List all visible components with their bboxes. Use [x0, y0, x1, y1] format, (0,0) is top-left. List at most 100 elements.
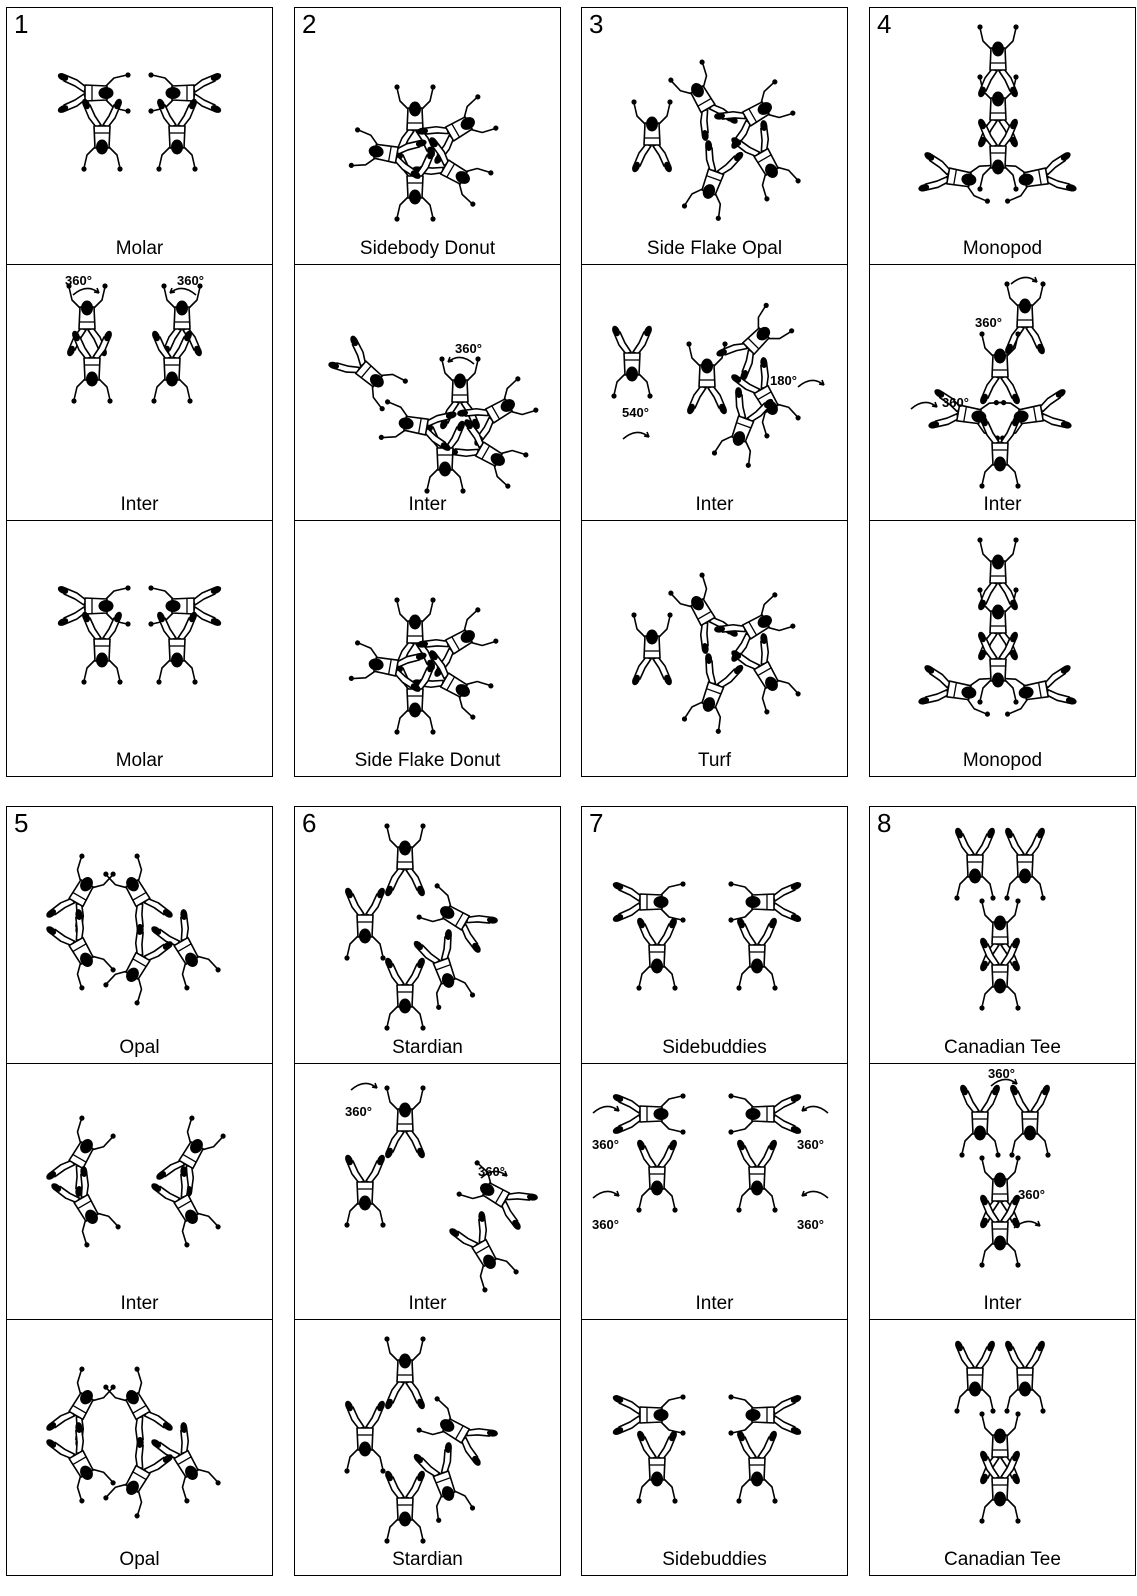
formation-caption: Inter [983, 494, 1022, 515]
jumper-figure [998, 152, 1077, 204]
jumper-figure [954, 827, 996, 901]
jumper-figure [156, 611, 198, 685]
jumper-figure [612, 1394, 686, 1436]
inter-panel: 360°Inter [295, 264, 560, 520]
jumper-figure [46, 853, 116, 935]
jumper-figure [384, 1085, 426, 1159]
jumper-figure [979, 1155, 1021, 1229]
rotation-arrow-icon [447, 356, 475, 365]
jumper-figure [979, 1411, 1021, 1485]
jumper-figure [156, 1115, 226, 1197]
jumper-figure [631, 99, 673, 173]
jumper-figure [413, 929, 476, 1010]
rotation-arrow-icon [990, 1078, 1018, 1087]
formation-caption: Canadian Tee [944, 1037, 1061, 1058]
formation-caption: Side Flake Donut [354, 750, 501, 771]
jumper-figure [979, 1194, 1021, 1268]
jumper-figure [979, 415, 1021, 489]
formation-caption: Molar [115, 750, 164, 771]
inter-panel: 540°180°Inter [582, 264, 847, 520]
jumper-figure [731, 633, 801, 715]
rotation-label: 360° [592, 1137, 619, 1152]
block-number: 4 [877, 9, 892, 39]
block-number: 7 [589, 808, 604, 838]
jumper-figure [46, 1115, 116, 1197]
jumper-figure [449, 1211, 519, 1293]
jumper-figure [384, 823, 426, 897]
rotation-arrow-icon [801, 1190, 829, 1199]
jumper-figure [416, 883, 498, 953]
formation-caption: Monopod [962, 750, 1043, 771]
formation-panel: Monopod [870, 520, 1135, 776]
formation-diagram [46, 1366, 221, 1519]
formation-caption: Sidebody Donut [359, 238, 496, 259]
jumper-figure [731, 357, 801, 439]
jumper-figure [156, 98, 198, 172]
jumper-figure [348, 127, 427, 179]
formation-diagram [918, 24, 1077, 204]
formation-diagram [57, 585, 222, 685]
jumper-figure [1009, 1084, 1051, 1158]
inter-panel: 360°360°Inter [870, 264, 1135, 520]
jumper-figure [417, 94, 499, 164]
rotation-label: 180° [770, 373, 797, 388]
formation-diagram [631, 572, 801, 734]
jumper-figure [81, 98, 123, 172]
jumper-figure [384, 1470, 426, 1544]
jumper-figure [711, 387, 774, 468]
jumper-figure [716, 302, 795, 381]
jumper-figure [979, 331, 1021, 405]
formation-caption: Stardian [392, 1037, 463, 1058]
jumper-figure [81, 611, 123, 685]
jumper-figure [57, 72, 131, 114]
formation-caption: Canadian Tee [944, 1549, 1061, 1570]
jumper-figure [998, 665, 1077, 717]
inter-panel: 360°360°360°360°Inter [582, 1063, 847, 1319]
jumper-figure [71, 330, 113, 404]
jumper-figure [954, 1340, 996, 1414]
jumper-figure [636, 1430, 678, 1504]
formation-panel: Side Flake Donut [295, 520, 560, 776]
jumper-figure [413, 1442, 476, 1523]
formation-diagram: 360°360° [344, 1082, 538, 1293]
formation-panel: Canadian Tee [870, 1319, 1135, 1575]
formation-caption: Opal [119, 1037, 160, 1058]
jumper-figure [928, 389, 1007, 441]
rotation-label: 360° [177, 273, 204, 288]
jumper-figure [151, 1422, 221, 1504]
jumper-figure [979, 898, 1021, 972]
jumper-figure [681, 140, 744, 221]
rotation-arrow-icon [622, 431, 650, 440]
rotation-arrow-icon [801, 1105, 829, 1114]
formation-diagram [348, 84, 499, 222]
jumper-figure [736, 917, 778, 991]
jumper-figure [668, 59, 738, 141]
jumper-figure [151, 1166, 221, 1248]
formation-diagram: 540°180° [611, 302, 825, 468]
jumper-figure [103, 1437, 173, 1519]
jumper-figure [993, 389, 1072, 441]
formation-caption: Sidebuddies [662, 1037, 767, 1058]
jumper-figure [384, 1336, 426, 1410]
jumper-figure [103, 853, 173, 935]
jumper-figure [636, 917, 678, 991]
rotation-arrow-icon [169, 287, 197, 296]
jumper-figure [728, 1093, 802, 1135]
jumper-figure [728, 1394, 802, 1436]
inter-panel: 360°360°Inter [295, 1063, 560, 1319]
jumper-figure [344, 1154, 386, 1228]
formation-diagram [612, 881, 802, 991]
inter-panel: Inter [7, 1063, 272, 1319]
rotation-label: 360° [797, 1217, 824, 1232]
formation-diagram: 360°360° [65, 273, 204, 404]
